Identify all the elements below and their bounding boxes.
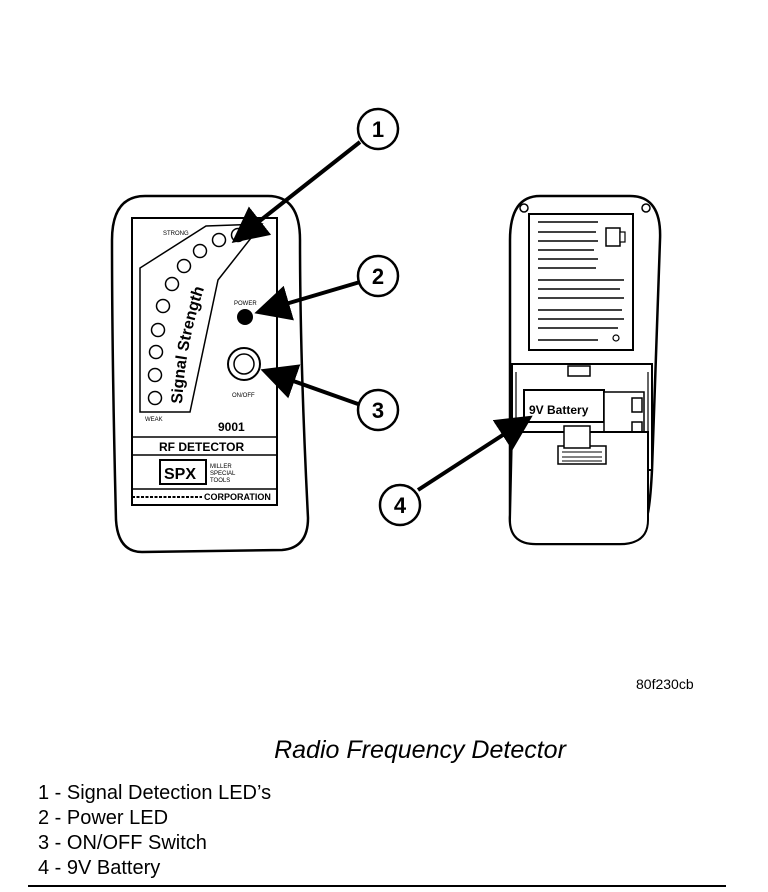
battery-door <box>508 431 649 545</box>
legend-item: 1 - Signal Detection LED’s <box>38 782 272 804</box>
callout-3: 3 <box>260 364 400 432</box>
on-off-label: ON/OFF <box>232 393 255 399</box>
front-device: STRONG WEAK Signal Strength POWER ON/OFF… <box>110 194 310 554</box>
led-1 <box>147 390 163 406</box>
legend-list: 1 - Signal Detection LED’s 2 - Power LED… <box>38 781 271 881</box>
led-6 <box>164 276 180 292</box>
led-7 <box>176 258 192 274</box>
brand-line-1: MILLER <box>210 464 232 470</box>
scale-weak-label: WEAK <box>145 417 163 423</box>
callout-3-number: 3 <box>372 398 384 423</box>
scale-strong-label: STRONG <box>163 231 189 237</box>
brand-line-3: TOOLS <box>210 478 230 484</box>
back-label-text-lines <box>538 221 624 341</box>
power-led <box>237 309 253 325</box>
led-8 <box>192 243 208 259</box>
back-device: 9V Battery <box>508 194 662 546</box>
brand-line-2: SPECIAL <box>210 471 236 477</box>
legend-item: 4 - 9V Battery <box>38 857 161 879</box>
legend-item: 3 - ON/OFF Switch <box>38 832 207 854</box>
figure-code: 80f230cb <box>636 676 694 692</box>
callout-1-number: 1 <box>372 117 384 142</box>
led-3 <box>148 344 164 360</box>
legend-item: 2 - Power LED <box>38 807 169 829</box>
callout-1: 1 <box>231 107 400 243</box>
callout-4: 4 <box>378 415 533 527</box>
corporation-label: CORPORATION <box>204 492 271 502</box>
brand-box <box>159 459 207 485</box>
model-number: 9001 <box>218 420 245 434</box>
battery-label: 9V Battery <box>529 403 589 417</box>
led-9 <box>211 232 227 248</box>
brand-logo: SPX <box>164 466 196 483</box>
power-label: POWER <box>234 301 257 307</box>
callout-2: 2 <box>254 254 400 321</box>
figure-caption: Radio Frequency Detector <box>274 736 566 764</box>
led-4 <box>150 322 166 338</box>
front-face-plate <box>131 217 278 506</box>
on-off-switch-inner <box>233 353 255 375</box>
led-5 <box>155 298 171 314</box>
product-name: RF DETECTOR <box>159 440 244 454</box>
callout-4-number: 4 <box>394 493 407 518</box>
callout-2-number: 2 <box>372 264 384 289</box>
led-2 <box>147 367 163 383</box>
bottom-rule <box>28 885 726 887</box>
